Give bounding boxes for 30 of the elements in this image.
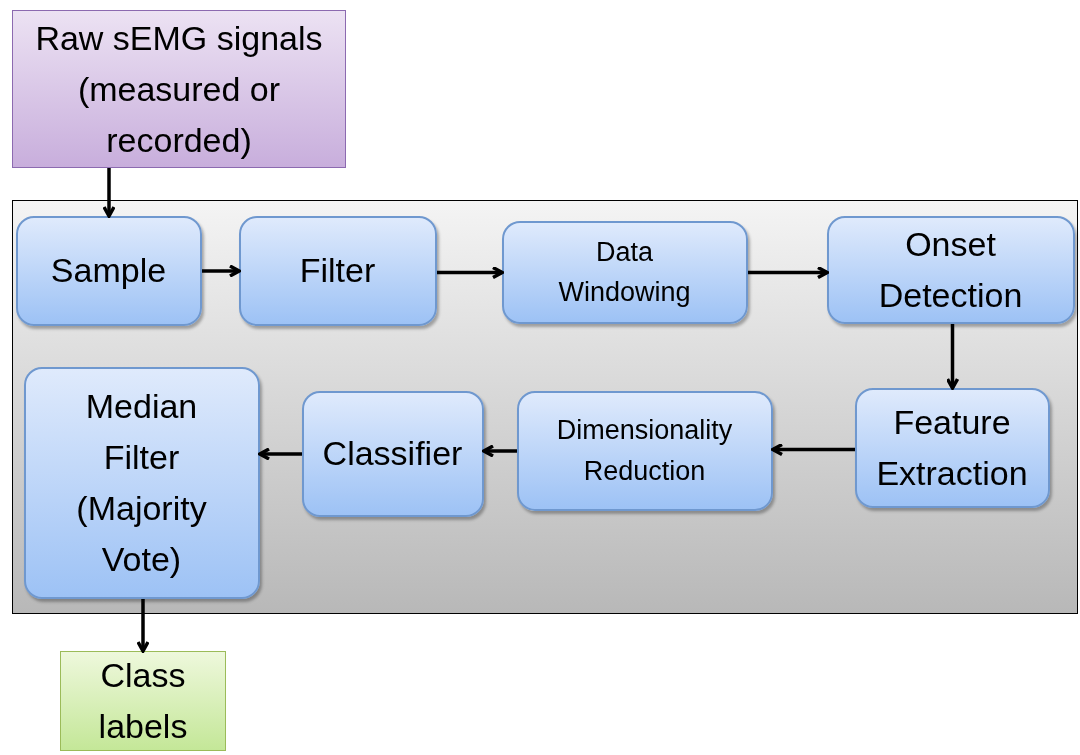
arrow: [202, 264, 241, 278]
arrow: [482, 444, 517, 458]
arrow: [136, 599, 150, 653]
arrow: [945, 324, 960, 390]
process-box: [23, 366, 260, 599]
process-box: [301, 390, 484, 517]
node-label: Classifier: [322, 433, 463, 474]
arrow: [102, 168, 116, 218]
process-box: [15, 215, 202, 326]
process-box: [516, 390, 773, 511]
node-label: Data Windowing: [557, 235, 692, 309]
node-label: Onset Detection: [877, 223, 1024, 316]
node-label: Median Filter (Majority Vote): [75, 385, 208, 580]
node-label: Sample: [50, 250, 167, 291]
arrow: [771, 442, 855, 457]
input-box: [12, 10, 346, 168]
arrow: [437, 265, 504, 280]
process-box: [238, 215, 437, 326]
arrow: [258, 447, 302, 461]
output-box: [60, 651, 226, 751]
process-box: [826, 215, 1075, 324]
node-label: Filter: [299, 250, 376, 291]
arrow: [748, 265, 829, 280]
node-label: Raw sEMG signals (measured or recorded): [34, 17, 324, 161]
node-label: Feature Extraction: [875, 401, 1029, 494]
process-box: [854, 387, 1050, 508]
container-panel: [12, 200, 1078, 614]
process-box: [501, 220, 748, 324]
node-label: Dimensionality Reduction: [555, 414, 734, 488]
node-label: Class labels: [97, 655, 189, 747]
